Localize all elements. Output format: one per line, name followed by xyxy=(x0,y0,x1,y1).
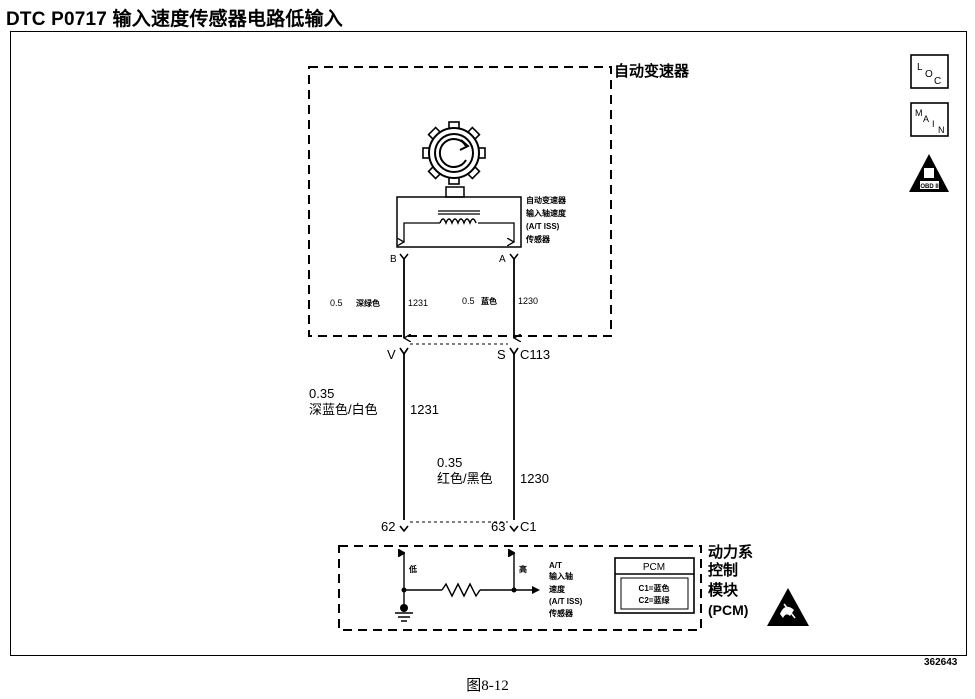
iss-sensor xyxy=(396,186,522,248)
sensor-connector-b xyxy=(399,253,409,261)
sensor-pin-b: B xyxy=(390,254,397,265)
svg-text:L: L xyxy=(917,62,923,73)
svg-text:OBD II: OBD II xyxy=(920,184,939,190)
pcm-high-label: 高 xyxy=(519,564,527,574)
sensor-label-line2: 输入轴速度 xyxy=(526,208,567,218)
harness-right-gauge: 0.35 xyxy=(437,455,462,470)
wire-b-color: 深绿色 xyxy=(356,298,380,308)
ground-icon xyxy=(395,604,413,622)
c113-connector-s xyxy=(509,347,519,356)
pcm-input-label-3: 速度 xyxy=(549,584,566,594)
sensor-pin-a: A xyxy=(499,254,506,265)
pcm-pin-62: 62 xyxy=(381,519,395,534)
c113-pin-s: S xyxy=(497,347,506,362)
pcm-legend xyxy=(614,557,695,614)
diagram-frame xyxy=(10,31,967,656)
pcm-input-label-1: A/T xyxy=(549,561,562,570)
pcm-low-label: 低 xyxy=(408,564,417,574)
pcm-connector-id: C1 xyxy=(520,519,537,534)
reluctor-wheel-icon xyxy=(422,121,486,185)
pcm-label-line3: 模块 xyxy=(708,581,739,599)
pcm-pin-63: 63 xyxy=(491,519,505,534)
c113-connector-v xyxy=(399,347,409,356)
harness-left-circuit: 1231 xyxy=(410,402,439,417)
sensor-label-line1: 自动变速器 xyxy=(526,195,567,205)
harness-right-circuit: 1230 xyxy=(520,471,549,486)
pcm-input-label-4: (A/T ISS) xyxy=(549,597,583,606)
pcm-legend-title: PCM xyxy=(643,562,665,573)
pcm-legend-line2: C2=蓝绿 xyxy=(639,595,671,605)
harness-left-color: 深蓝色/白色 xyxy=(309,402,378,417)
figure-caption: 图8-12 xyxy=(466,678,509,694)
svg-text:I: I xyxy=(932,119,935,129)
pcm-input-label-2: 输入轴 xyxy=(549,571,573,581)
c113-pin-v: V xyxy=(387,347,396,362)
transmission-boundary xyxy=(308,66,612,337)
wire-a-circuit: 1230 xyxy=(518,296,538,306)
obd-ii-icon[interactable]: OBD II xyxy=(909,154,949,192)
c113-id: C113 xyxy=(520,347,550,362)
reference-number: 362643 xyxy=(924,657,958,668)
pcm-label-line1: 动力系 xyxy=(708,543,753,561)
svg-text:A: A xyxy=(923,114,929,124)
svg-text:M: M xyxy=(915,108,923,118)
transmission-label: 自动变速器 xyxy=(614,62,690,80)
pcm-input-circuit xyxy=(402,553,540,605)
pcm-legend-line1: C1=蓝色 xyxy=(639,583,670,593)
page-title: DTC P0717 输入速度传感器电路低输入 xyxy=(6,9,343,30)
pcm-boundary xyxy=(338,545,702,631)
pcm-label-line4: (PCM) xyxy=(708,602,748,618)
pcm-connector-62 xyxy=(399,525,409,533)
esd-warning-icon xyxy=(767,588,809,626)
wire-a-color: 蓝色 xyxy=(481,296,497,306)
harness-left-gauge: 0.35 xyxy=(309,386,334,401)
svg-text:C: C xyxy=(934,76,941,87)
pcm-input-label-5: 传感器 xyxy=(548,608,574,618)
wire-a-gauge: 0.5 xyxy=(462,296,475,306)
pcm-label-line2: 控制 xyxy=(708,561,738,579)
sensor-label-line3: (A/T ISS) xyxy=(526,222,560,231)
location-icon[interactable]: L O C xyxy=(910,54,949,89)
main-icon[interactable]: M A I N xyxy=(910,102,949,137)
wire-b-circuit: 1231 xyxy=(408,298,428,308)
harness-right-color: 红色/黑色 xyxy=(437,471,493,486)
svg-text:N: N xyxy=(938,125,945,135)
pcm-connector-63 xyxy=(509,525,519,533)
wire-b-gauge: 0.5 xyxy=(330,298,343,308)
svg-text:O: O xyxy=(925,69,933,80)
sensor-connector-a xyxy=(509,253,519,261)
sensor-label-line4: 传感器 xyxy=(525,234,551,244)
